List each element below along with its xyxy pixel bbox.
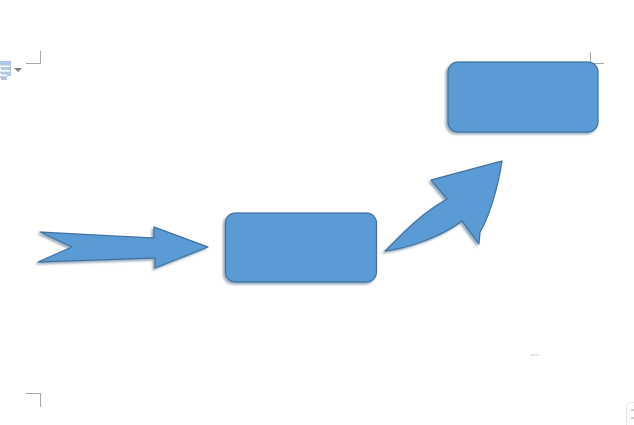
- scroll-widget-dash: [631, 409, 634, 411]
- faint-guide-dash: [530, 354, 539, 356]
- page-corner-mark-bottom-left: [26, 393, 41, 407]
- rounded-rectangle-center-shape[interactable]: [224, 212, 378, 283]
- clipboard-paste-icon[interactable]: [0, 61, 13, 81]
- scroll-widget-clipped[interactable]: [626, 402, 634, 425]
- curved-up-arrow-shape[interactable]: [384, 160, 503, 252]
- paste-options-button[interactable]: [0, 61, 24, 82]
- chevron-down-icon[interactable]: [14, 68, 22, 72]
- scroll-widget-dash: [631, 417, 634, 419]
- rounded-rectangle-top-right-shape[interactable]: [447, 61, 599, 133]
- page-corner-mark-top-left: [26, 51, 41, 64]
- page-corner-mark-top-right: [590, 52, 604, 64]
- notched-right-arrow-shape[interactable]: [37, 226, 209, 269]
